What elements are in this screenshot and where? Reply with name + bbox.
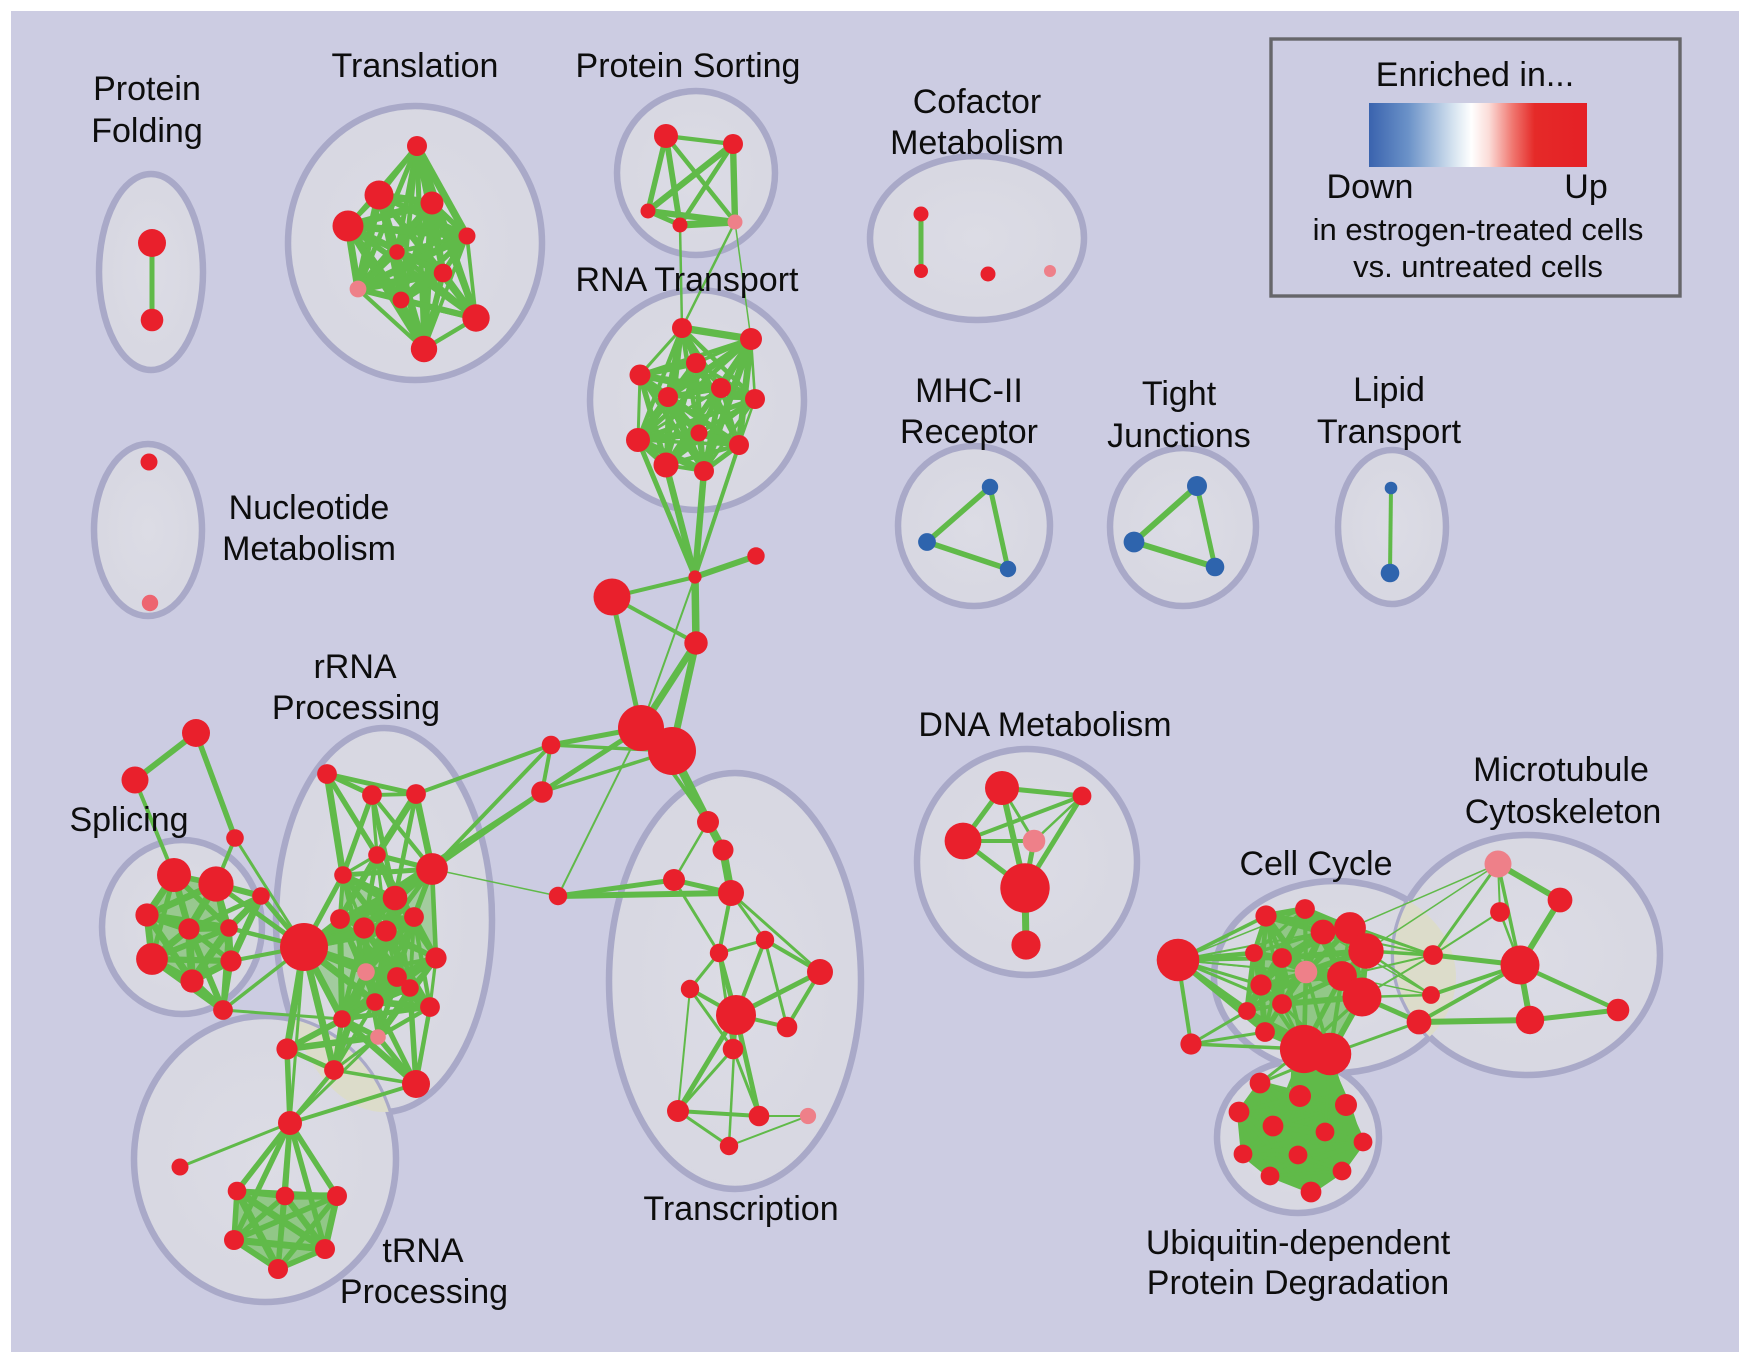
- svg-text:vs. untreated cells: vs. untreated cells: [1353, 249, 1603, 284]
- svg-text:in estrogen-treated cells: in estrogen-treated cells: [1313, 212, 1644, 247]
- svg-text:Microtubule: Microtubule: [1473, 751, 1649, 789]
- svg-text:Cofactor: Cofactor: [913, 83, 1042, 121]
- svg-text:Folding: Folding: [91, 112, 203, 150]
- svg-text:Down: Down: [1327, 168, 1414, 206]
- svg-text:Processing: Processing: [272, 689, 440, 727]
- svg-text:DNA Metabolism: DNA Metabolism: [918, 706, 1171, 744]
- svg-text:Tight: Tight: [1142, 375, 1217, 413]
- svg-text:Processing: Processing: [340, 1273, 508, 1311]
- svg-text:Transport: Transport: [1317, 413, 1462, 451]
- svg-text:RNA Transport: RNA Transport: [576, 261, 800, 299]
- svg-text:Cell Cycle: Cell Cycle: [1239, 845, 1392, 883]
- svg-text:Protein Degradation: Protein Degradation: [1147, 1264, 1449, 1302]
- svg-text:Junctions: Junctions: [1107, 417, 1251, 455]
- svg-text:Enriched in...: Enriched in...: [1376, 56, 1574, 94]
- svg-text:Ubiquitin-dependent: Ubiquitin-dependent: [1146, 1224, 1451, 1262]
- svg-text:rRNA: rRNA: [313, 648, 396, 686]
- svg-text:MHC-II: MHC-II: [915, 372, 1023, 410]
- svg-text:Nucleotide: Nucleotide: [229, 489, 390, 527]
- svg-text:Transcription: Transcription: [643, 1190, 838, 1228]
- svg-text:Receptor: Receptor: [900, 413, 1038, 451]
- svg-text:Lipid: Lipid: [1353, 371, 1425, 409]
- svg-text:Translation: Translation: [332, 47, 499, 85]
- svg-text:Protein: Protein: [93, 70, 201, 108]
- svg-text:Metabolism: Metabolism: [890, 124, 1064, 162]
- svg-text:Protein Sorting: Protein Sorting: [576, 47, 801, 85]
- svg-text:tRNA: tRNA: [382, 1232, 464, 1270]
- svg-text:Cytoskeleton: Cytoskeleton: [1465, 793, 1662, 831]
- svg-text:Metabolism: Metabolism: [222, 530, 396, 568]
- svg-text:Splicing: Splicing: [69, 801, 188, 839]
- svg-text:Up: Up: [1564, 168, 1607, 206]
